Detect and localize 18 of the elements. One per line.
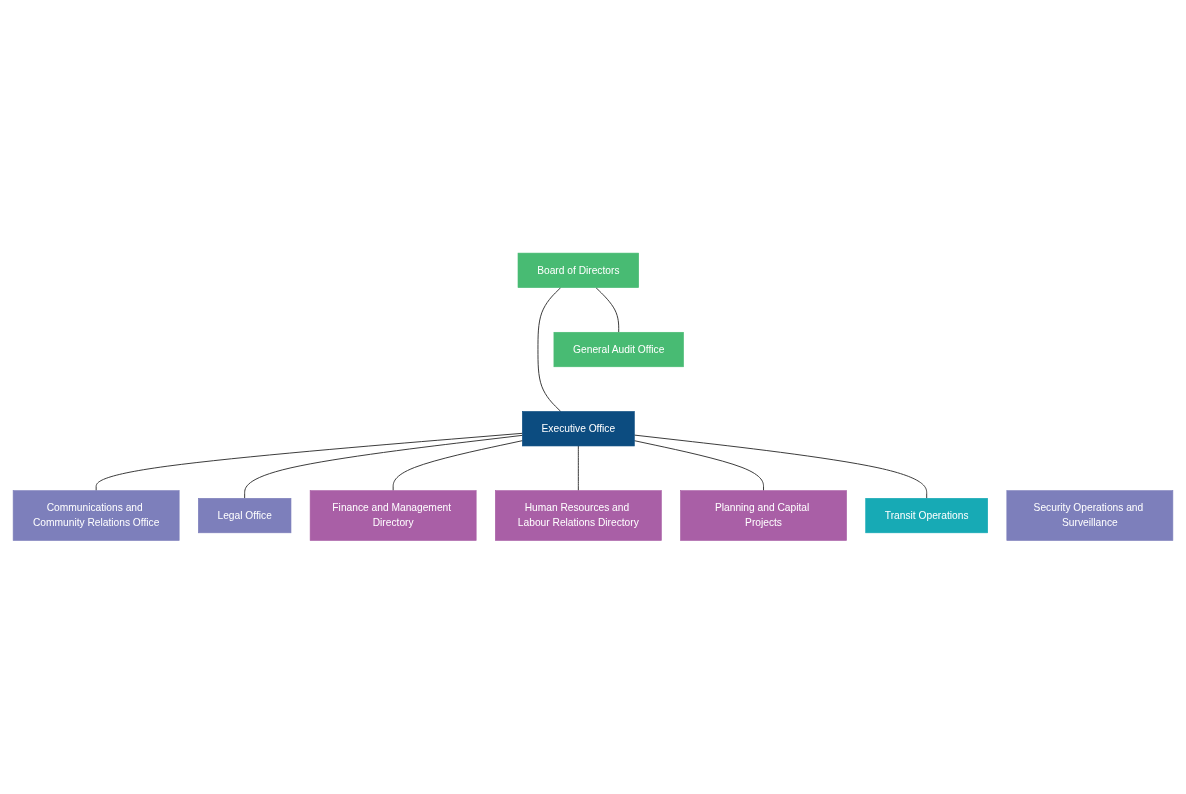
node-box: Transit Operations: [865, 498, 988, 534]
connector: [633, 440, 764, 492]
node-box: Board of Directors: [517, 253, 639, 289]
connector: [577, 445, 579, 492]
node-box: Human Resources and Labour Relations Directory: [495, 490, 662, 541]
node-box: Legal Office: [198, 498, 292, 534]
node-box: Finance and Management Directory: [309, 490, 477, 541]
connector: [595, 287, 620, 333]
node-box: Planning and Capital Projects: [680, 490, 847, 541]
connector: [537, 287, 562, 413]
node-box: Executive Office: [522, 411, 635, 447]
node-box: General Audit Office: [553, 332, 684, 368]
connector: [95, 433, 523, 492]
connector: [633, 434, 928, 499]
node-box: Security Operations and Surveillance: [1006, 490, 1174, 541]
node-box: Communications and Community Relations Office: [12, 490, 180, 541]
connector: [244, 435, 523, 499]
connector: [392, 440, 523, 492]
